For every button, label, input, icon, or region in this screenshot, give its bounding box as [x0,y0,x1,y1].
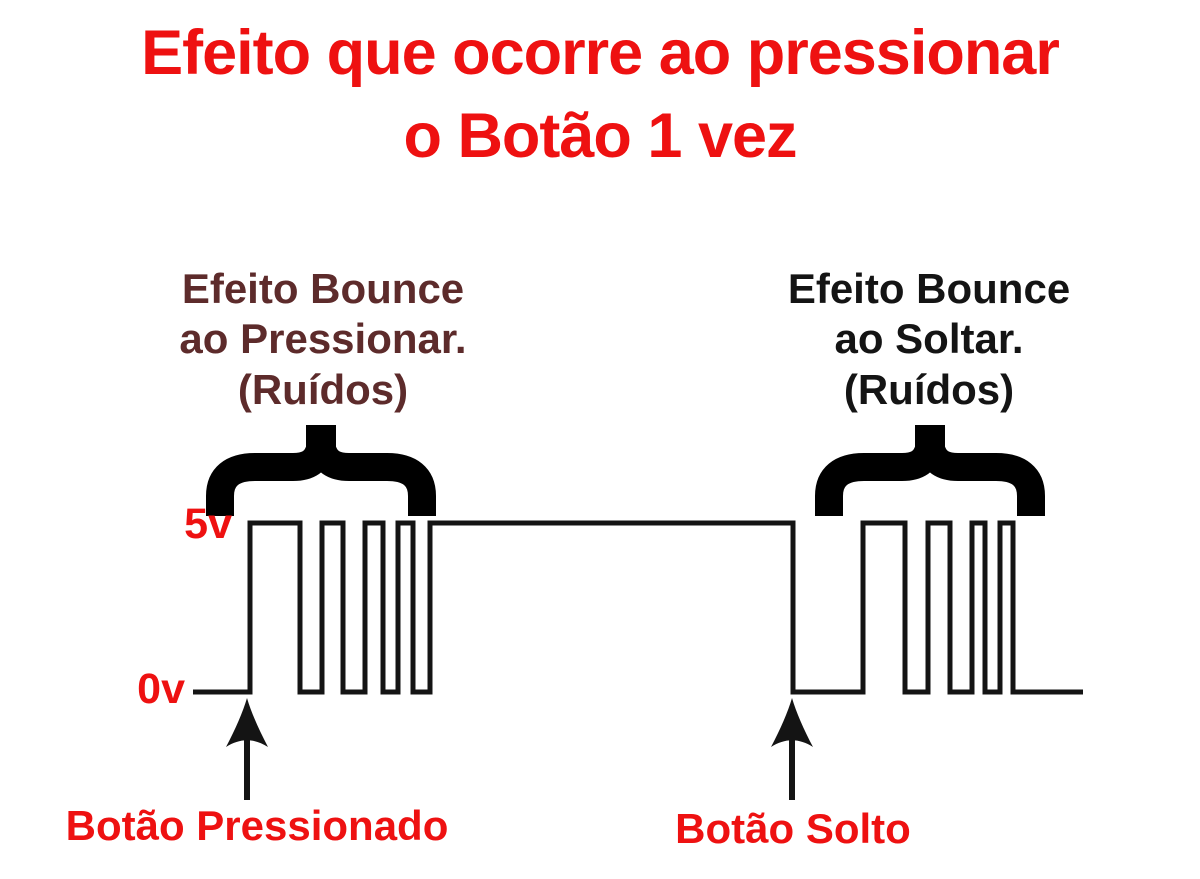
annotation-bounce-press: Efeito Bounce ao Pressionar. (Ruídos) [179,264,466,415]
annotation-bounce-press-line2: ao Pressionar. [179,315,467,363]
page-title-line1: Efeito que ocorre ao pressionar [141,18,1060,88]
annotation-bounce-press-line1: Efeito Bounce [181,265,465,312]
annotation-bounce-release-line3: (Ruídos) [843,365,1015,413]
curly-brace-left-icon [206,425,436,516]
curly-brace-right-icon [815,425,1045,516]
voltage-label-0v: 0v [137,665,185,713]
up-arrow-pressed-icon [226,698,268,800]
up-arrow-released-icon [771,698,813,800]
event-label-pressed: Botão Pressionado [65,802,449,849]
annotation-bounce-release-line2: ao Soltar. [834,315,1024,363]
page-title-line2: o Botão 1 vez [403,100,797,171]
annotation-bounce-release: Efeito Bounce ao Soltar. (Ruídos) [788,264,1070,415]
signal-trace [193,520,1083,695]
page-title: Efeito que ocorre ao pressionar o Botão … [0,12,1200,177]
voltage-label-5v: 5v [184,500,232,548]
event-label-released: Botão Solto [675,805,911,852]
annotation-bounce-press-line3: (Ruídos) [237,365,409,413]
annotation-bounce-release-line1: Efeito Bounce [787,265,1071,312]
